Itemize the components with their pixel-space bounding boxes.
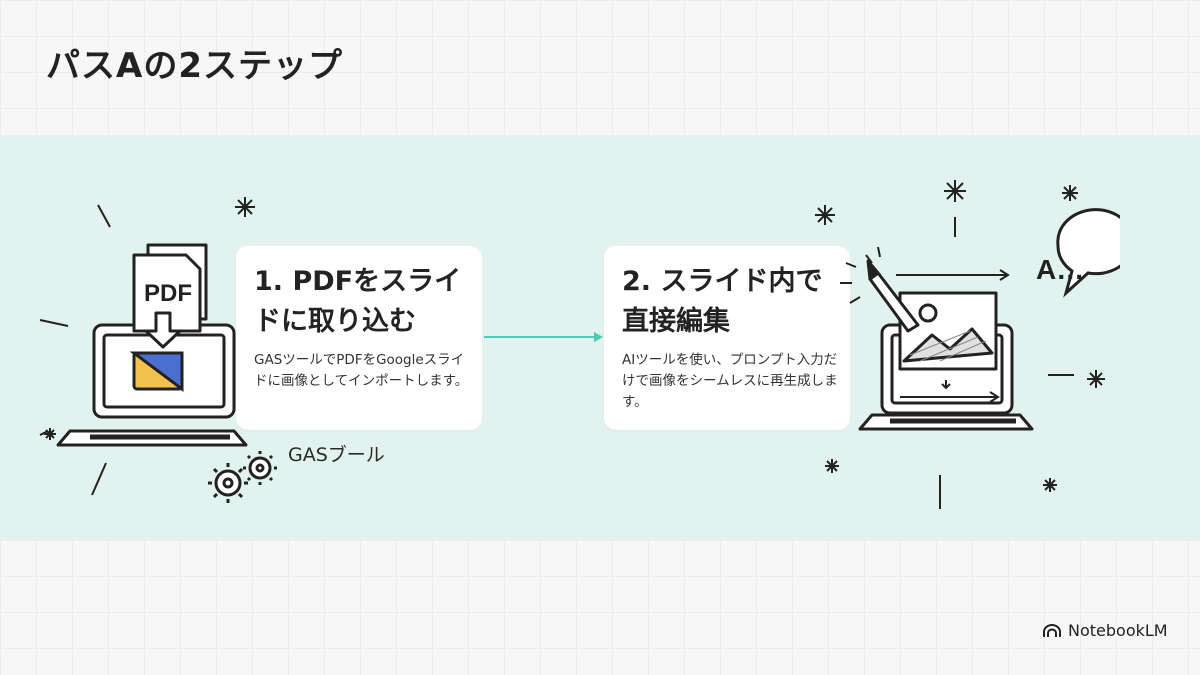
page-title: パスAの2ステップ xyxy=(46,46,343,86)
pdf-document-icon: PDF xyxy=(132,243,208,333)
step-1-heading: 1. PDFをスライドに取り込む xyxy=(254,266,462,337)
brand-name: NotebookLM xyxy=(1068,621,1168,640)
sparkle-icon xyxy=(815,180,1105,509)
step-card-2: 2. スライド内で直接編集 AIツールを使い、プロンプト入力だけで画像をシームレ… xyxy=(604,246,850,430)
brand-watermark: NotebookLM xyxy=(1042,621,1168,640)
slides-icon xyxy=(129,351,184,392)
speech-bubble-label: A… xyxy=(1036,254,1084,285)
step-1-description: GASツールでPDFをGoogleスライドに画像としてインポートします。 xyxy=(254,352,469,389)
pdf-label: PDF xyxy=(144,280,192,307)
connector-arrow-icon xyxy=(484,332,603,342)
laptop-edit-illustration: A… xyxy=(815,180,1120,509)
gears-icon xyxy=(208,451,277,503)
laptop-pdf-illustration: PDF xyxy=(39,197,277,503)
step-card-1: 1. PDFをスライドに取り込む GASツールでPDFをGoogleスライドに画… xyxy=(236,246,482,430)
step-2-heading: 2. スライド内で直接編集 xyxy=(622,266,823,337)
step-2-description: AIツールを使い、プロンプト入力だけで画像をシームレスに再生成します。 xyxy=(622,352,838,410)
arrow-down-icon xyxy=(144,311,182,349)
notebooklm-logo-icon xyxy=(1043,623,1061,637)
speech-bubble-icon: A… xyxy=(1036,208,1120,298)
gas-tool-label: GASブール xyxy=(288,444,385,466)
pen-icon xyxy=(866,259,920,333)
laptop-icon xyxy=(56,323,248,447)
sparkle-icon xyxy=(39,197,255,496)
image-icon xyxy=(898,291,998,371)
arrow-right-icon xyxy=(896,269,1010,403)
